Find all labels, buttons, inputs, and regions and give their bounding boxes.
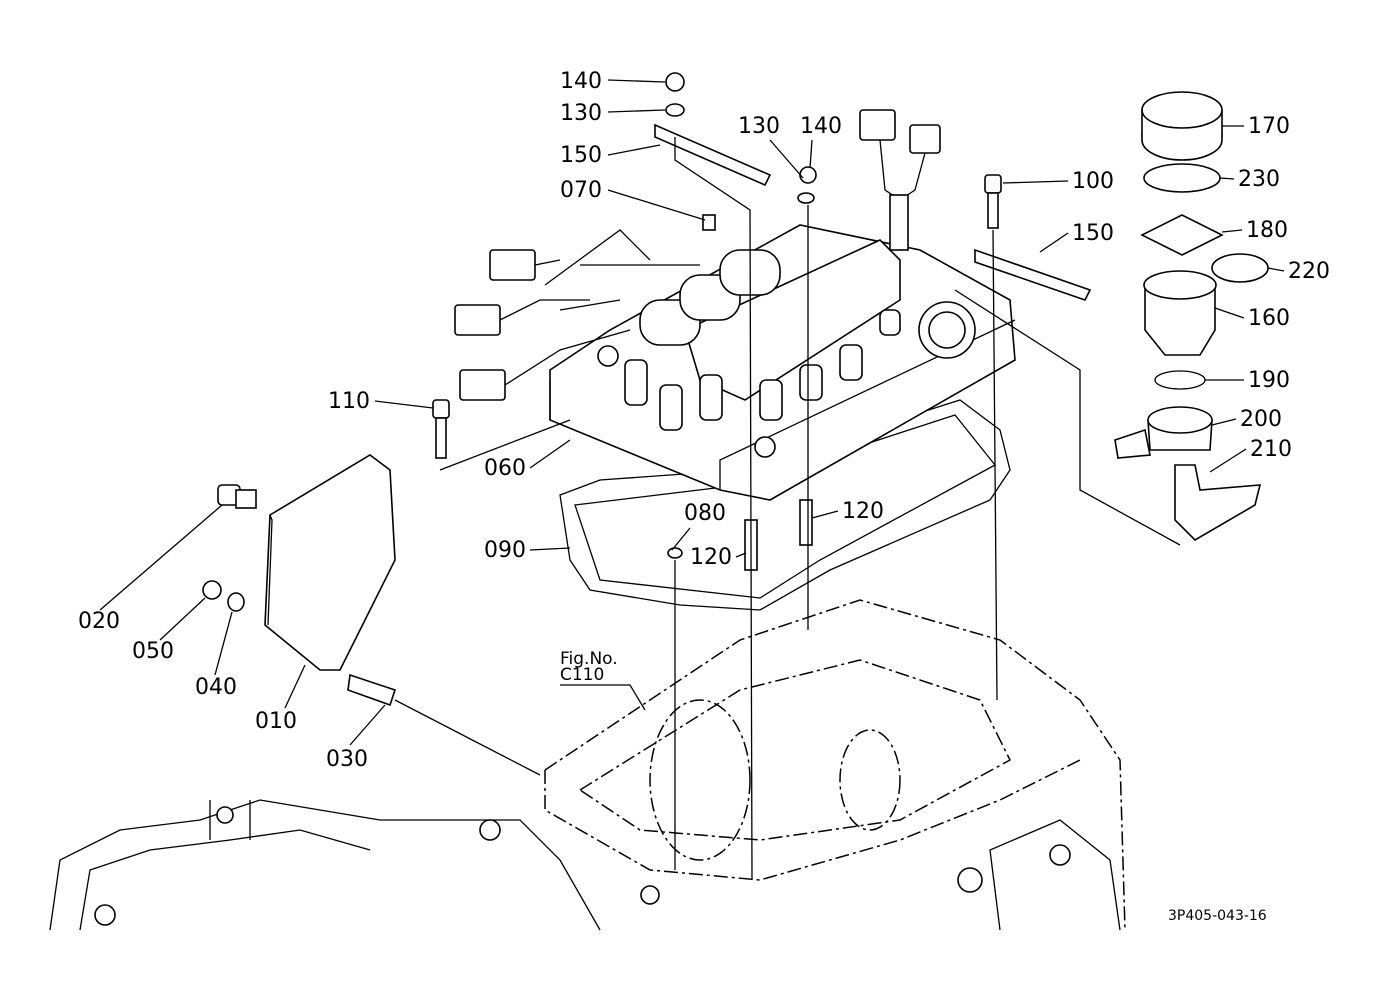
callout-220[interactable]: 220 [1288,259,1330,284]
callout-110[interactable]: 110 [328,389,370,414]
callout-leader [769,139,804,179]
callout-100[interactable]: 100 [1072,169,1114,194]
callout-leader [607,79,666,83]
cover-plate [264,454,396,671]
callout-020[interactable]: 020 [78,609,120,634]
callout-leader [811,510,839,519]
figure-reference-number[interactable]: C110 [560,665,604,685]
callout-130[interactable]: 130 [738,114,780,139]
assembly-lines [394,137,1181,881]
callout-leader [214,611,233,676]
callout-140[interactable]: 140 [800,114,842,139]
callout-leader [1002,180,1069,184]
callout-leader [349,704,386,746]
callout-180[interactable]: 180 [1246,218,1288,243]
callout-120[interactable]: 120 [842,499,884,524]
callout-leader [529,439,571,469]
callout-leader [1214,307,1245,319]
callout-leader [1267,267,1285,272]
callout-leader [1211,418,1237,426]
callout-leader [735,552,747,558]
callout-130[interactable]: 130 [560,101,602,126]
small-parts [202,72,1092,707]
callout-leader [607,189,706,221]
callout-160[interactable]: 160 [1248,306,1290,331]
callout-leader [99,504,223,611]
strainer-assembly [1114,91,1269,542]
callout-leader [529,547,571,551]
figure-reference-label: Fig.No. [560,649,618,669]
callout-leader [1221,229,1243,233]
transmission-housing [49,599,1126,931]
callout-080[interactable]: 080 [684,501,726,526]
callout-leaders [99,79,1285,746]
callout-210[interactable]: 210 [1250,437,1292,462]
callout-190[interactable]: 190 [1248,368,1290,393]
callout-140[interactable]: 140 [560,69,602,94]
callout-leader [374,400,434,409]
callout-200[interactable]: 200 [1240,407,1282,432]
callout-040[interactable]: 040 [195,675,237,700]
callout-170[interactable]: 170 [1248,114,1290,139]
callout-leader [1039,232,1069,253]
callout-leader [159,597,206,641]
callout-leader [809,139,813,169]
callout-120[interactable]: 120 [690,545,732,570]
callout-150[interactable]: 150 [1072,221,1114,246]
callout-leader [284,664,306,709]
callout-070[interactable]: 070 [560,178,602,203]
callout-leader [671,527,691,551]
solenoid-valve-block [454,109,941,431]
callout-leader [1219,177,1235,180]
callout-090[interactable]: 090 [484,538,526,563]
callout-060[interactable]: 060 [484,456,526,481]
callout-leader [607,144,661,156]
callout-leader [607,109,666,113]
callout-230[interactable]: 230 [1238,167,1280,192]
callout-050[interactable]: 050 [132,639,174,664]
callout-010[interactable]: 010 [255,709,297,734]
callout-030[interactable]: 030 [326,747,368,772]
callout-leader [1209,448,1247,473]
drawing-code: 3P405-043-16 [1168,908,1267,924]
callout-150[interactable]: 150 [560,143,602,168]
